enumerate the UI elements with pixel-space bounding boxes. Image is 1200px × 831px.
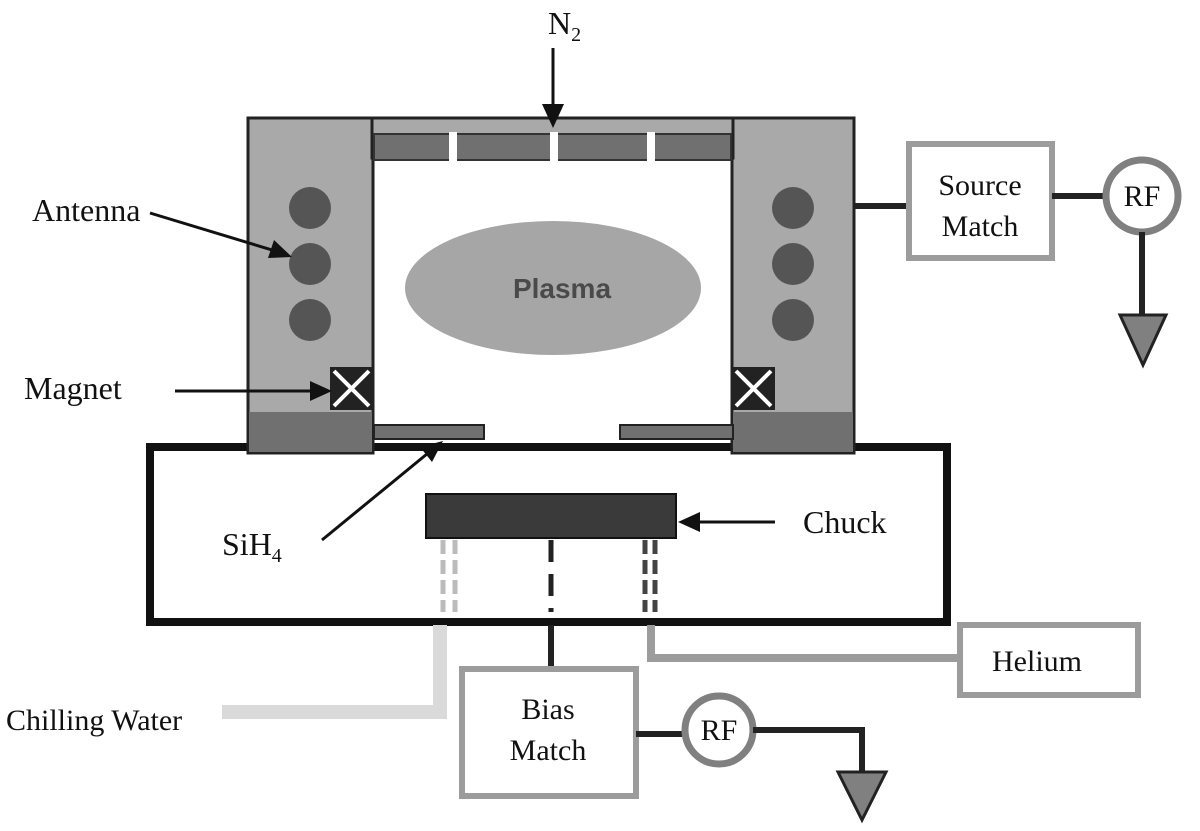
antenna-arrow: [149, 211, 292, 258]
source-match-label-line2: Match: [942, 210, 1019, 243]
chilling-water-label: Chilling Water: [6, 704, 182, 737]
rf-bottom-label: RF: [701, 714, 738, 747]
magnet-arrow: [175, 381, 332, 401]
ground-bottom-icon: [835, 770, 889, 824]
source-match-label-line1: Source: [938, 169, 1021, 202]
plasma-label: Plasma: [513, 273, 611, 304]
ground-top-icon: [1117, 313, 1169, 369]
bias-match-label-line1: Bias: [521, 693, 574, 726]
bias-match-label-line2: Match: [510, 734, 587, 767]
helium-box: [957, 622, 1141, 698]
rf-bottom-ground-line: [753, 727, 865, 772]
chuck: [425, 493, 677, 539]
antenna-coils-right: [772, 187, 814, 341]
chuck-label: Chuck: [803, 504, 887, 540]
n2-inlet-arrow: [542, 48, 564, 128]
magnet-right-icon: [732, 367, 775, 410]
n2-label: N2: [548, 5, 581, 46]
sih4-injector-left: [373, 424, 485, 440]
magnet-label: Magnet: [24, 370, 122, 406]
plasma-region: [405, 221, 701, 355]
chuck-arrow: [678, 512, 775, 532]
magnet-left-icon: [330, 367, 373, 410]
source-match-box: [906, 141, 1055, 261]
sih4-arrow: [321, 441, 443, 542]
bias-match-box: [459, 666, 639, 799]
antenna-coils-left: [289, 187, 331, 341]
antenna-label: Antenna: [32, 192, 140, 228]
helium-pipe: [642, 540, 960, 662]
rf-top-label: RF: [1124, 180, 1161, 213]
helium-label: Helium: [992, 645, 1082, 678]
sih4-injector-right: [619, 424, 734, 440]
chilling-water-pipe: [222, 540, 458, 719]
showerhead: [373, 132, 732, 162]
sih4-label: SiH4: [222, 526, 282, 567]
